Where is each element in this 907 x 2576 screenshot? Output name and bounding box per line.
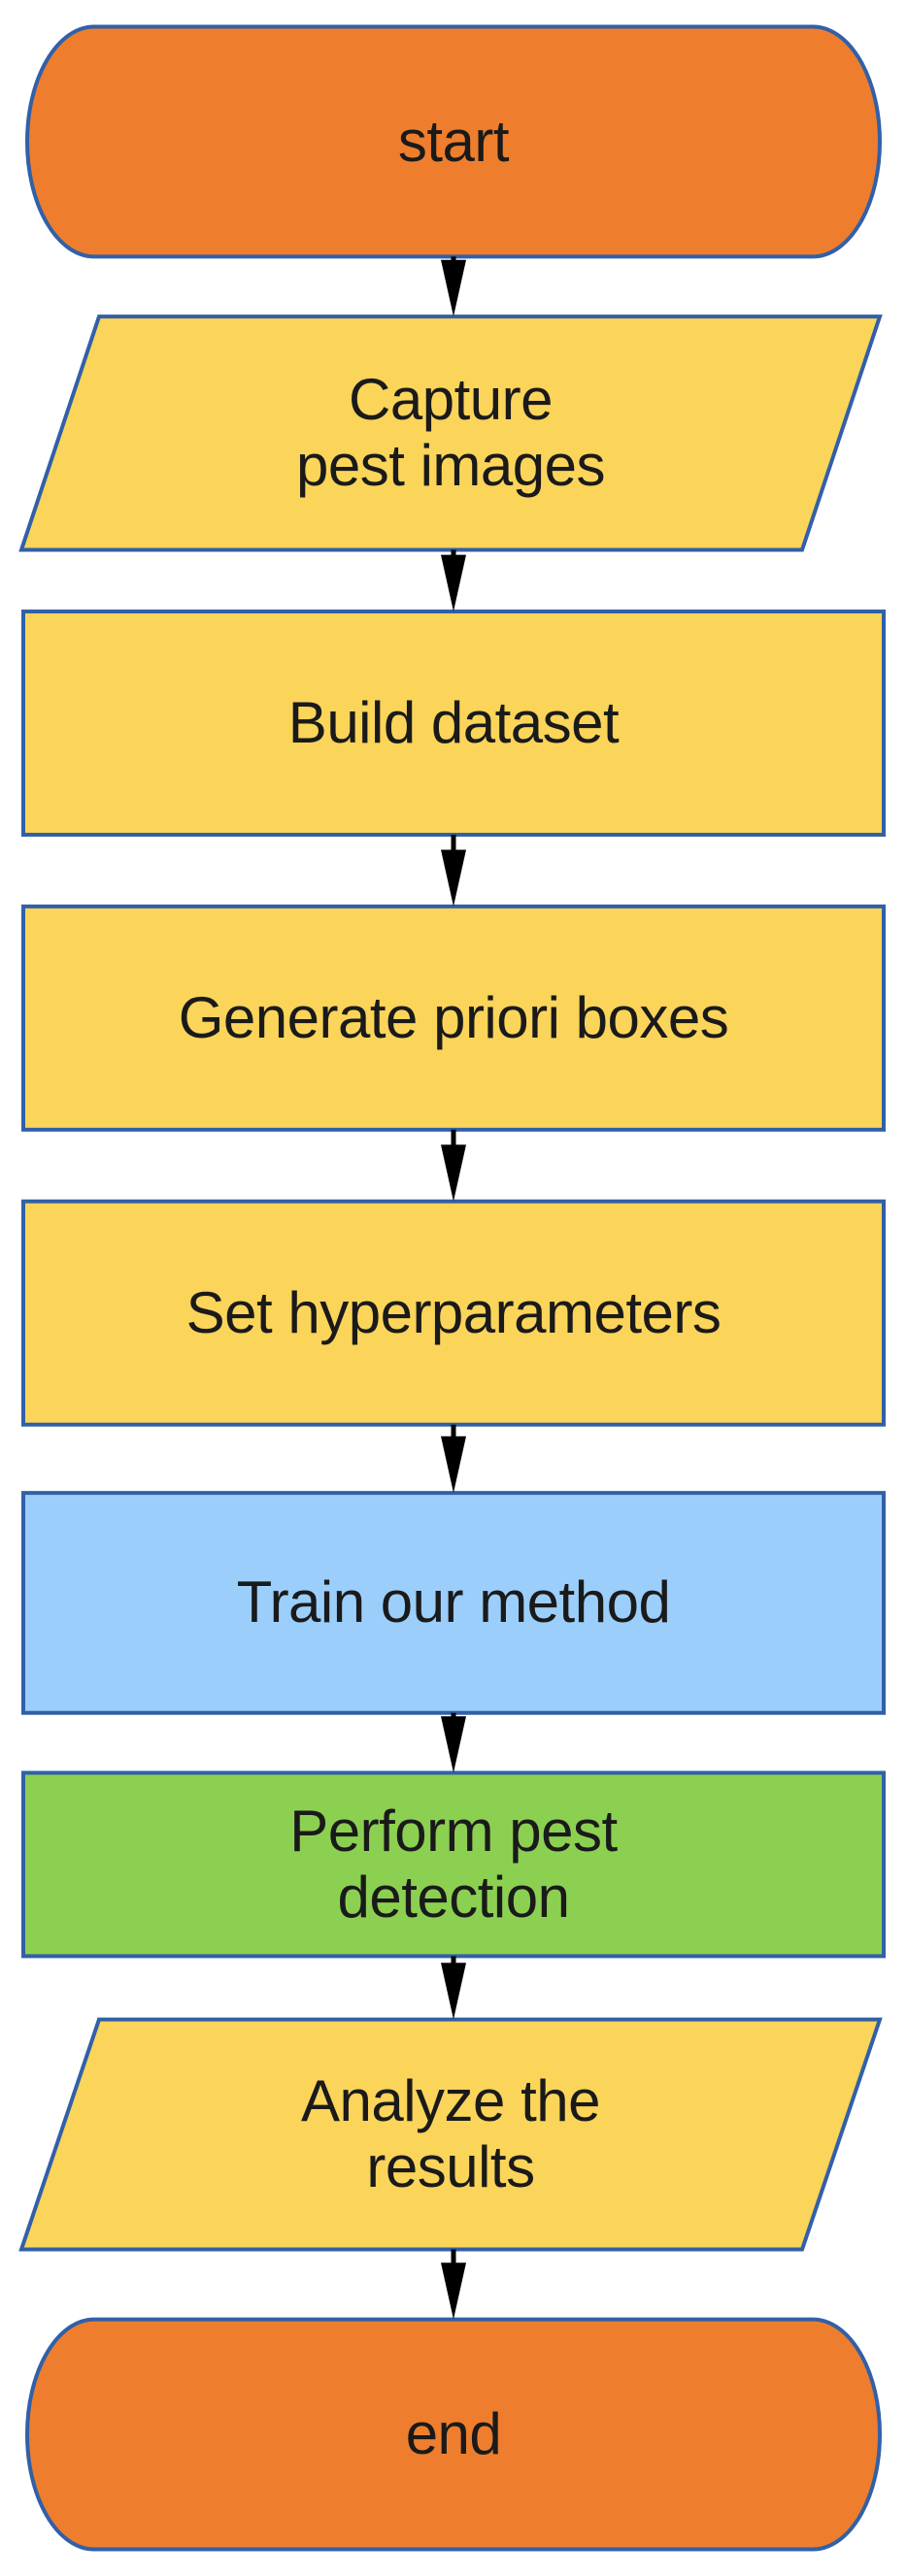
node-shape-train-our-method[interactable] (23, 1493, 884, 1713)
edge-arrowhead-analyze-to-end (441, 2262, 466, 2320)
edge-arrowhead-start-to-capture (441, 259, 466, 317)
node-shape-generate-priori-boxes[interactable] (23, 907, 884, 1130)
node-shape-set-hyperparameters[interactable] (23, 1202, 884, 1425)
node-shape-end[interactable] (27, 2320, 880, 2550)
node-shape-perform-pest-detection[interactable] (23, 1773, 884, 1957)
node-shape-analyze-the-results[interactable] (21, 2020, 880, 2250)
shapes-layer (21, 26, 884, 2549)
node-shape-build-dataset[interactable] (23, 611, 884, 835)
edge-arrowhead-perform-to-analyze (441, 1963, 466, 2020)
edge-arrowhead-set-to-train (441, 1436, 466, 1494)
edges-layer (441, 256, 466, 2320)
node-shape-capture-pest-images[interactable] (21, 316, 880, 549)
edge-arrowhead-build-to-generate (441, 849, 466, 907)
edge-arrowhead-generate-to-set (441, 1144, 466, 1202)
node-shape-start[interactable] (27, 26, 880, 256)
edge-arrowhead-capture-to-build (441, 554, 466, 612)
edge-arrowhead-train-to-perform (441, 1716, 466, 1773)
